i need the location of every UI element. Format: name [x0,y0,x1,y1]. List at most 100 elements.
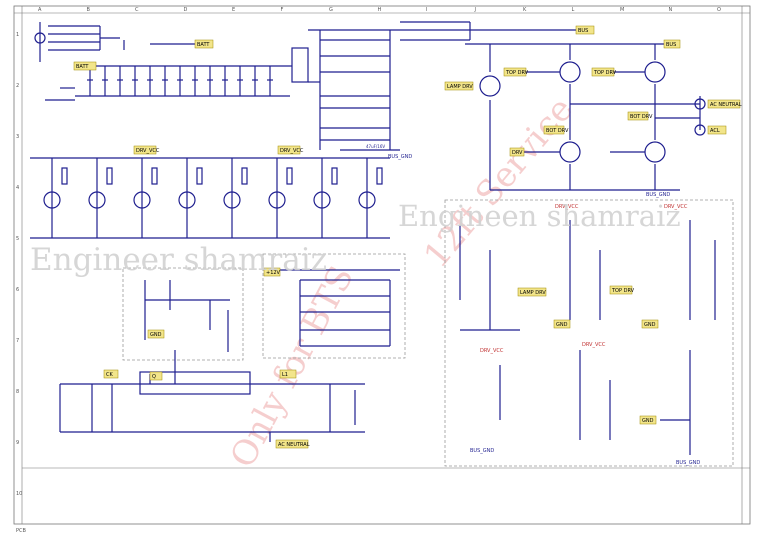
resistor [106,167,113,185]
net-label-text: PCB [16,528,27,534]
net-label-top-drv-2: TOP DRV [591,67,617,77]
net-label-q: Q [149,371,163,381]
mosfet-q3 [644,61,666,83]
net-label-bot-drv-2: BOT DRV [627,111,653,121]
column-label: A [38,7,42,13]
net-label-text: GND [556,322,568,328]
net-label-text: +12V [266,270,281,276]
output-terminal-2 [694,124,706,136]
net-label-drv-vcc-6: DRV_VCC [582,342,606,348]
net-label-drv-vcc-5: DRV_VCC [480,348,504,354]
resistor [151,167,158,185]
watermark-primary: Engineen shamraiz [398,199,681,233]
net-label-text: GND [642,418,654,424]
resistor [61,167,68,185]
net-label-text: BUS_GND [388,154,412,160]
sheet-border [13,5,751,525]
net-label-text: BUS_GND [646,192,670,198]
net-label-text: DRV_VCC [280,148,304,154]
net-label-text: AC NEUTRAL [710,102,742,108]
net-label-lamp-drv: LAMP DRV [444,81,473,91]
net-label-gnd-1: GND [147,329,165,339]
net-label-batt-in: BATT [73,61,97,71]
column-label: N [669,7,673,13]
resistor [241,167,248,185]
net-label-text: BOT DRV [546,128,569,134]
net-label-text: ACL [710,128,720,134]
net-label-ac-neutral: AC NEUTRAL [707,99,742,109]
net-label-v12: +12V [263,267,281,277]
net-label-text: DRV_VCC [664,204,688,210]
control-block-left [122,267,244,361]
driver-block-right [444,199,734,467]
net-label-gnd-4: GND [639,415,657,425]
column-label: I [426,7,427,13]
column-label: F [281,7,284,13]
column-label: M [620,7,624,13]
net-label-text: DRV [512,150,523,156]
row-label: 9 [16,440,19,446]
net-label-bus-gnd-2: BUS_GND [388,154,412,160]
net-label-bus-top: BUS [575,25,595,35]
column-label: H [378,7,382,13]
net-label-drv-vcc-1: DRV_VCC [133,145,160,155]
net-label-drv-vcc-2: DRV_VCC [277,145,304,155]
row-label: 7 [16,338,19,344]
net-label-text: DRV_VCC [555,204,579,210]
resistor [196,167,203,185]
net-label-gnd-3: GND [641,319,659,329]
net-label-ac-neutral-2: AC NEUTRAL [275,439,310,449]
net-label-ck: CK [103,369,119,379]
row-label: 3 [16,134,19,140]
net-label-text: TOP DRV [593,70,617,76]
resistor [286,167,293,185]
net-label-text: CK [106,372,113,378]
net-label-text: LAMP DRV [447,84,473,90]
watermark-secondary: Engineer shamraiz [30,242,327,278]
net-label-text: TOP DRV [505,70,529,76]
mosfet-q1 [479,75,501,97]
net-label-cap-note: 47uF/16V [366,144,385,149]
transformer [291,47,309,83]
row-label: 8 [16,389,19,395]
column-label: C [135,7,139,13]
wiring [30,21,734,467]
net-label-text: DRV_VCC [136,148,160,154]
row-label: 5 [16,236,19,242]
net-label-text: 47uF/16V [366,144,385,149]
control-block-mid [262,253,406,359]
net-label-top-drv-3: TOP DRV [609,285,635,295]
column-label: G [329,7,333,13]
net-label-text: GND [150,332,162,338]
net-label-text: BUS [666,42,676,48]
net-label-page-id: PCB [16,528,27,534]
net-label-gnd-2: GND [553,319,571,329]
dc-jack-symbol [34,32,46,44]
net-label-text: BUS_GND [676,460,700,466]
net-label-drv-vcc-4: DRV_VCC [664,204,688,210]
column-label: E [232,7,235,13]
net-label-drv-vcc-3: DRV_VCC [555,204,579,210]
resistor [331,167,338,185]
net-label-text: AC NEUTRAL [278,442,310,448]
net-label-bus-right: BUS [663,39,681,49]
net-label-bus-gnd-4: BUS_GND [676,460,700,466]
net-label-text: BATT [197,42,210,48]
net-label-text: L1 [282,372,288,378]
row-label: 10 [16,491,22,497]
mosfet-q5 [644,141,666,163]
net-label-acl: ACL [707,125,727,135]
net-label-bus-gnd-3: BUS_GND [470,448,494,454]
net-label-text: BUS_GND [470,448,494,454]
net-label-text: BATT [76,64,89,70]
row-label: 4 [16,185,19,191]
column-label: J [474,7,476,13]
net-label-text: DRV_VCC [582,342,606,348]
net-label-text: DRV_VCC [480,348,504,354]
net-label-text: LAMP DRV [520,290,546,296]
net-label-lamp-drv-2: LAMP DRV [517,287,546,297]
